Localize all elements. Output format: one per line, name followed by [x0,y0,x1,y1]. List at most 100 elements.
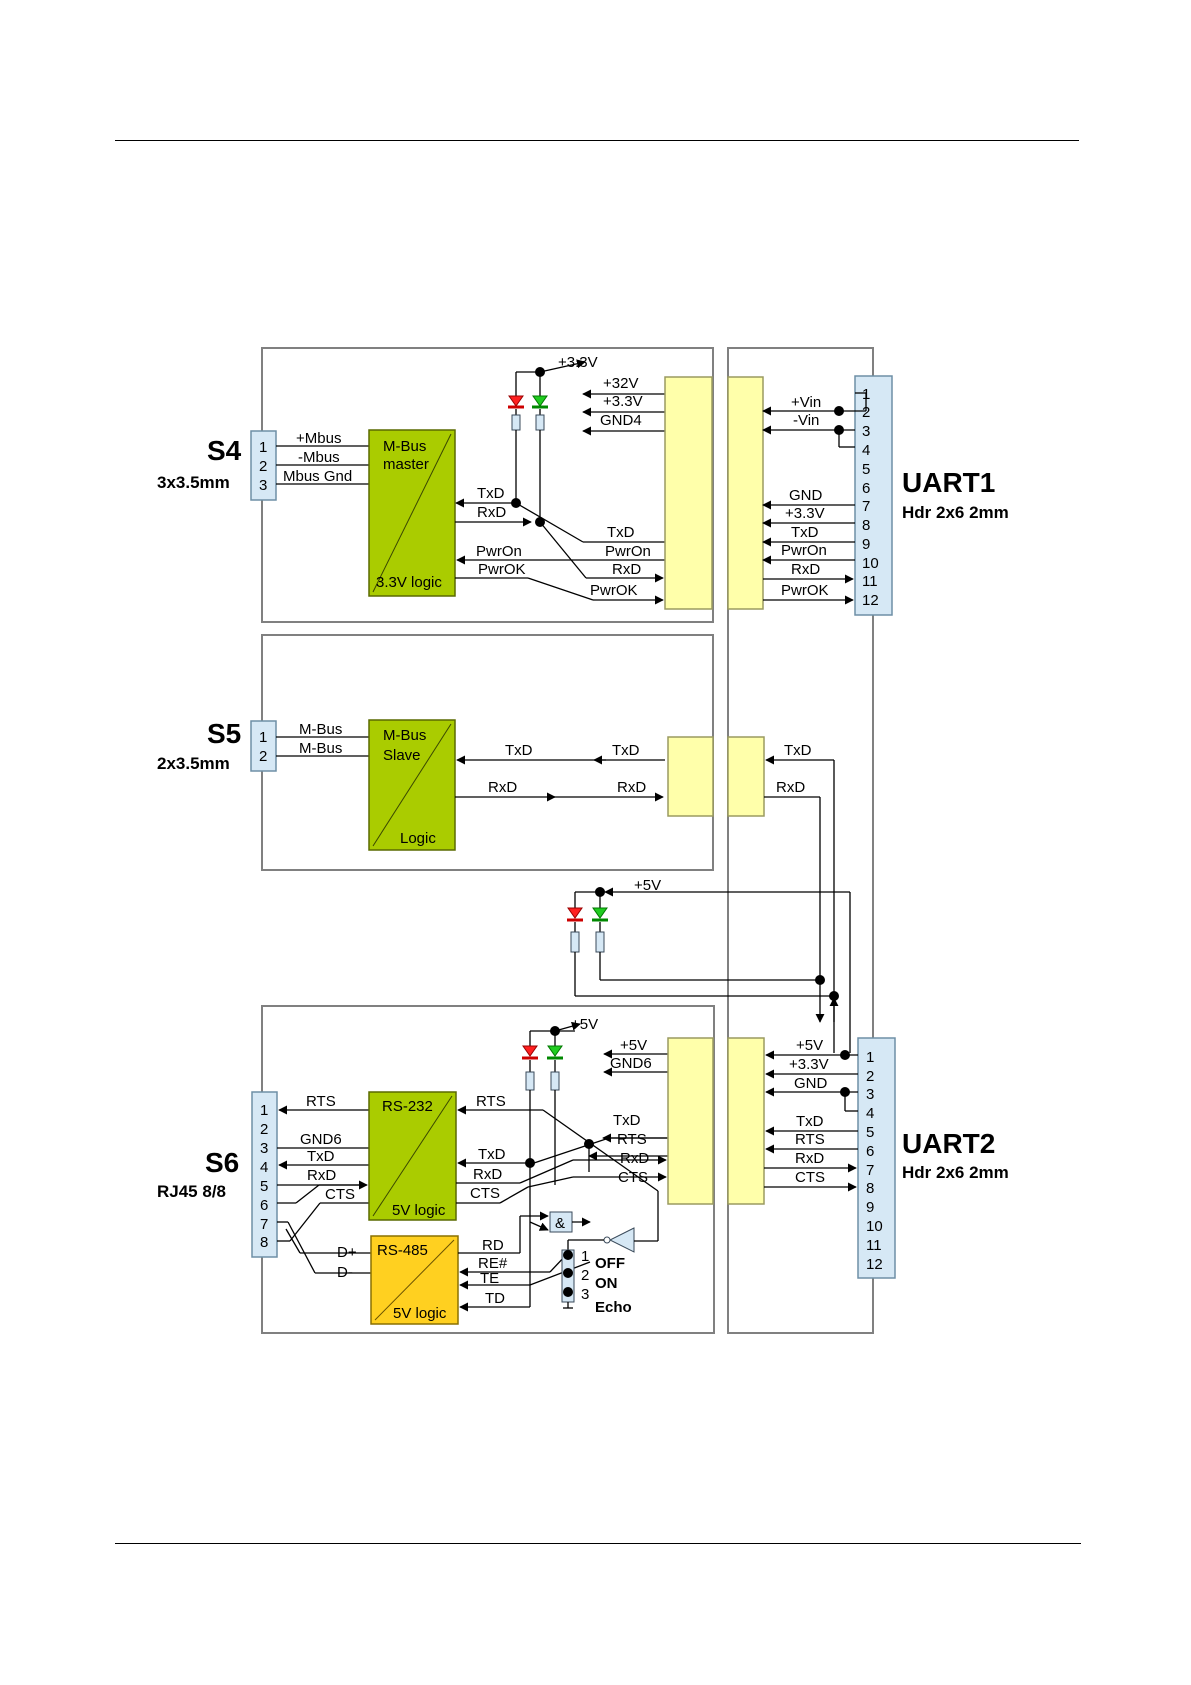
s4-rail-gnd4: GND4 [600,412,642,429]
s4-iso-rxd-label: RxD [612,561,641,578]
s4-pin-2: 2 [259,458,267,475]
s6-jumper-on-label: ON [595,1275,618,1292]
s4-chip-line1: M-Bus [383,438,426,455]
uart1-rxd-label: RxD [791,561,820,578]
s6-iso-rxd-label: RxD [620,1150,649,1167]
s5-signal-1: M-Bus [299,721,342,738]
s5-connector [250,720,277,772]
uart2-subtitle: Hdr 2x6 2mm [902,1163,1009,1182]
s4-chip-rxd-label: RxD [477,504,506,521]
s6-iso-cts-label: CTS [618,1169,648,1186]
led5v-resistor-red [570,931,580,953]
s5-pin-1: 1 [259,729,267,746]
s5-txd-chip-label: TxD [505,742,533,759]
uart1-pin-5: 5 [862,461,870,478]
s4-title: S4 [207,435,242,466]
s5-chip-logic: Logic [400,830,436,847]
uart1-pin-8: 8 [862,517,870,534]
s6-txd-label: TxD [307,1148,335,1165]
s4-iso-pwrok-label: PwrOK [590,582,638,599]
uart2-pin-9: 9 [866,1199,874,1216]
uart2-rts-label: RTS [795,1131,825,1148]
uart1-subtitle: Hdr 2x6 2mm [902,503,1009,522]
led5v-section: +5V [567,877,851,1053]
uart1-pin-12: 12 [862,592,879,609]
s6-jumper-off-label: OFF [595,1255,625,1272]
s6-inverter-icon [603,1227,635,1253]
uart1-pin-4: 4 [862,442,870,459]
s4-led-green-icon [532,395,548,409]
s5-isolator-left [667,736,714,817]
uart2-cts-label: CTS [795,1169,825,1186]
s4-connector [250,430,277,501]
s6-jumper-pin-2-icon [563,1268,573,1278]
uart1-pin-3: 3 [862,423,870,440]
uart1-connector [854,375,893,616]
s6-jumper-pin-1-icon [563,1250,573,1260]
uart2-pin-6: 6 [866,1143,874,1160]
s5-rxd-mid-label: RxD [617,779,646,796]
s4-pin-3: 3 [259,477,267,494]
s4-signal-mbus-minus: -Mbus [298,449,340,466]
uart1-pins: 1 2 3 4 5 6 7 8 9 10 11 12 [862,386,879,609]
s6-rs232-name: RS-232 [382,1098,433,1115]
s6-rs485-td-label: TD [485,1290,505,1307]
s6-rs485-logic: 5V logic [393,1305,447,1322]
s4-led-red-icon [508,395,524,409]
s6-dplus-label: D+ [337,1244,357,1261]
s4-resistor-green [535,414,545,431]
uart2-pin-4: 4 [866,1105,874,1122]
uart1-pin-10: 10 [862,555,879,572]
uart2-pin-1: 1 [866,1049,874,1066]
s6-iso-txd-label: TxD [613,1112,641,1129]
s6-pin-1: 1 [260,1102,268,1119]
s6-pin-5: 5 [260,1178,268,1195]
s5-pin-2: 2 [259,748,267,765]
s6-rs485-re-label: RE# [478,1255,508,1272]
uart1-vin-plus-label: +Vin [791,394,821,411]
s6-rts-label: RTS [306,1093,336,1110]
s6-pins: 1 2 3 4 5 6 7 8 [260,1102,268,1251]
s5-rxd-chip-label: RxD [488,779,517,796]
s6-pin-3: 3 [260,1140,268,1157]
s4-signal-mbus-gnd: Mbus Gnd [283,468,352,485]
s6-jumper-pin-1: 1 [581,1248,589,1265]
s6-title: S6 [205,1147,239,1178]
s6-iso-rts-label: RTS [617,1131,647,1148]
s6-jumper-pin-3-icon [563,1287,573,1297]
uart2-pin-11: 11 [866,1237,882,1254]
uart2-pin-8: 8 [866,1180,874,1197]
s6-rs485-name: RS-485 [377,1242,428,1259]
s4-chip-pwron-label: PwrOn [476,543,522,560]
uart2-v33-label: +3.3V [789,1056,829,1073]
s5-txd-mid-label: TxD [612,742,640,759]
s6-pin-7: 7 [260,1216,268,1233]
uart2-v5-label: +5V [796,1037,823,1054]
s6-rs232-logic: 5V logic [392,1202,446,1219]
s5-iso-rxd-label: RxD [776,779,805,796]
bottom-rule [115,1543,1081,1544]
uart2-isolator-right [727,1037,765,1205]
s5-title: S5 [207,718,241,749]
s4-signal-mbus-plus: +Mbus [296,430,341,447]
s6-rs232-txd-label: TxD [478,1146,506,1163]
s4-isolator-left [664,376,713,610]
s6-section: S6 RJ45 8/8 1 2 3 4 5 6 7 8 RTS GND6 TxD… [157,1016,714,1325]
s4-chip-pwrok-label: PwrOK [478,561,526,578]
uart2-pin-2: 2 [866,1068,874,1085]
s5-iso-txd-label: TxD [784,742,812,759]
s6-resistor-red [525,1071,535,1091]
uart2-pin-3: 3 [866,1086,874,1103]
s6-rs232-cts-label: CTS [470,1185,500,1202]
uart1-pin-11: 11 [862,573,878,590]
s6-led-red-icon [522,1045,538,1060]
s6-pin-2: 2 [260,1121,268,1138]
s5-chip-line1: M-Bus [383,727,426,744]
uart1-v33-label: +3.3V [785,505,825,522]
uart1-pin-6: 6 [862,480,870,497]
led5v-led-red-icon [567,907,583,922]
s4-supply-label: +3.3V [558,354,598,371]
s6-rxd-label: RxD [307,1167,336,1184]
s6-rs485-rd-label: RD [482,1237,504,1254]
